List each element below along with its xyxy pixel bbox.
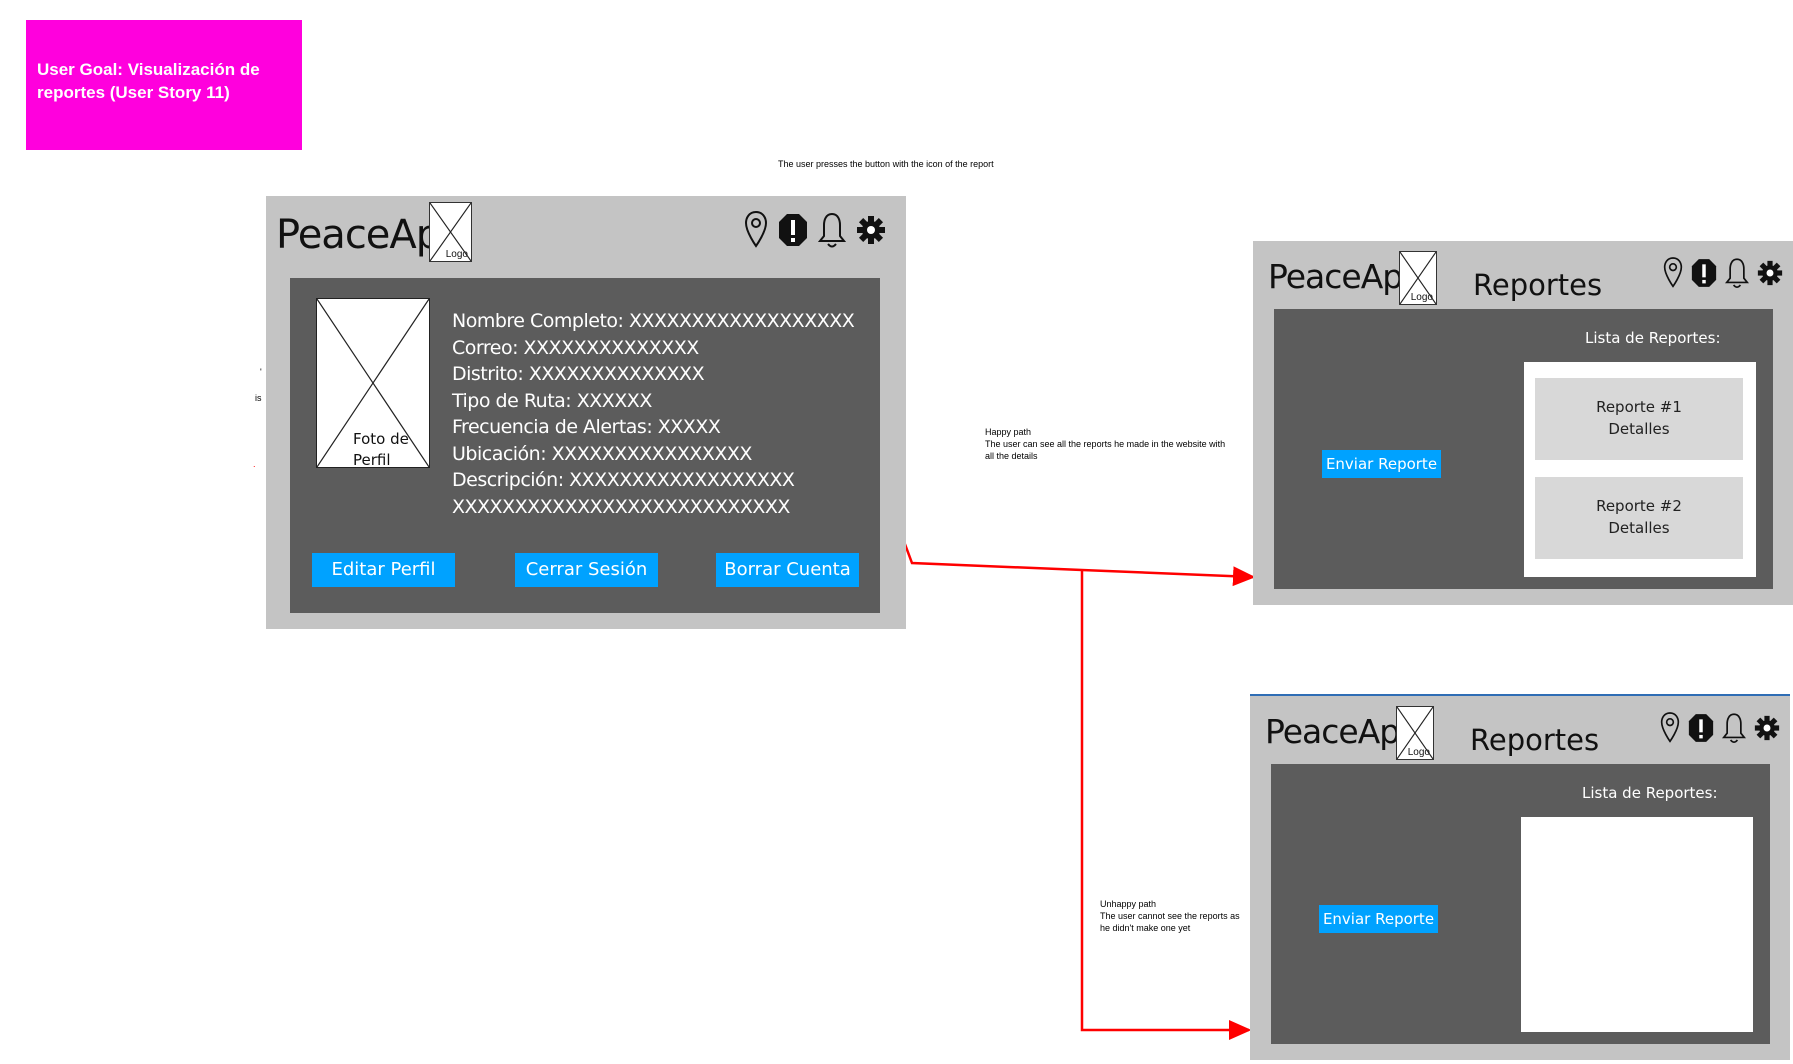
edit-profile-button[interactable]: Editar Perfil <box>312 553 455 587</box>
reports-screen-happy: PeaceApp Logo Reportes Enviar Reporte Li… <box>1253 241 1793 605</box>
svg-text:': ' <box>260 367 262 377</box>
app-name: PeaceApp <box>1265 712 1420 751</box>
profile-fields: Nombre Completo: XXXXXXXXXXXXXXXXXX Corr… <box>452 308 855 520</box>
profile-field-description: Descripción: XXXXXXXXXXXXXXXXXX <box>452 469 795 491</box>
send-report-button[interactable]: Enviar Reporte <box>1322 450 1441 478</box>
report-name: Reporte #1 <box>1596 398 1682 416</box>
profile-panel: Foto de Perfil Nombre Completo: XXXXXXXX… <box>290 278 880 613</box>
report-alert-icon[interactable] <box>778 210 808 250</box>
report-name: Reporte #2 <box>1596 497 1682 515</box>
reports-panel: Enviar Reporte Lista de Reportes: <box>1271 764 1770 1044</box>
profile-field-district: Distrito: XXXXXXXXXXXXXX <box>452 363 705 385</box>
user-goal-box: User Goal: Visualización de reportes (Us… <box>26 20 302 150</box>
happy-path-title: Happy path <box>985 427 1032 437</box>
report-alert-icon[interactable] <box>1688 710 1714 746</box>
logo-placeholder: Logo <box>1396 706 1434 760</box>
report-list-title: Lista de Reportes: <box>1585 329 1721 347</box>
location-pin-icon[interactable] <box>1660 710 1680 746</box>
reports-panel: Enviar Reporte Lista de Reportes: Report… <box>1274 309 1773 589</box>
reports-screen-unhappy: PeaceApp Logo Reportes Enviar Reporte Li… <box>1250 694 1790 1060</box>
profile-field-email: Correo: XXXXXXXXXXXXXX <box>452 336 699 359</box>
app-name: PeaceApp <box>1268 257 1423 296</box>
gear-icon[interactable] <box>1754 710 1780 746</box>
unhappy-path-desc: The user cannot see the reports as he di… <box>1100 911 1240 933</box>
profile-field-location: Ubicación: XXXXXXXXXXXXXXXX <box>452 442 752 465</box>
header-icons <box>1663 255 1783 291</box>
profile-field-alert-frequency: Frecuencia de Alertas: XXXXX <box>452 416 721 438</box>
report-card[interactable]: Reporte #2 Detalles <box>1535 477 1743 559</box>
logo-placeholder: Logo <box>1399 251 1437 305</box>
profile-photo-label: Foto de Perfil <box>353 430 409 469</box>
press-report-note: The user presses the button with the ico… <box>778 159 994 169</box>
report-details-link[interactable]: Detalles <box>1608 420 1670 438</box>
unhappy-path-arrow <box>1080 570 1252 1040</box>
profile-field-description-cont: XXXXXXXXXXXXXXXXXXXXXXXXXXX <box>452 495 790 518</box>
report-alert-icon[interactable] <box>1691 255 1717 291</box>
happy-path-note: Happy path The user can see all the repo… <box>985 426 1235 462</box>
svg-text:.: . <box>253 459 256 469</box>
profile-photo-placeholder: Foto de Perfil <box>316 298 430 469</box>
logo-label: Logo <box>1410 292 1433 303</box>
bell-icon[interactable] <box>1725 255 1749 291</box>
report-list-empty <box>1521 817 1753 1032</box>
happy-path-desc: The user can see all the reports he made… <box>985 439 1226 461</box>
gear-icon[interactable] <box>856 210 886 250</box>
unhappy-path-note: Unhappy path The user cannot see the rep… <box>1100 898 1245 934</box>
svg-text:is: is <box>255 393 262 403</box>
bell-icon[interactable] <box>1722 710 1746 746</box>
report-list: Reporte #1 Detalles Reporte #2 Detalles <box>1524 362 1756 577</box>
header-icons <box>744 210 886 250</box>
profile-field-name: Nombre Completo: XXXXXXXXXXXXXXXXXX <box>452 310 855 332</box>
logout-button[interactable]: Cerrar Sesión <box>515 553 658 587</box>
location-pin-icon[interactable] <box>1663 255 1683 291</box>
report-details-link[interactable]: Detalles <box>1608 519 1670 537</box>
location-pin-icon[interactable] <box>744 210 768 250</box>
page-title: Reportes <box>1470 723 1600 757</box>
logo-label: Logo <box>445 249 468 260</box>
logo-label: Logo <box>1407 747 1430 758</box>
profile-screen: PeaceApp Logo Foto de Perfil Nombre Comp… <box>266 196 906 629</box>
report-card[interactable]: Reporte #1 Detalles <box>1535 378 1743 460</box>
send-report-button[interactable]: Enviar Reporte <box>1319 905 1438 933</box>
header-icons <box>1660 710 1780 746</box>
logo-placeholder: Logo <box>429 202 472 262</box>
profile-field-route-type: Tipo de Ruta: XXXXXX <box>452 389 652 412</box>
unhappy-path-title: Unhappy path <box>1100 899 1157 909</box>
user-goal-text: User Goal: Visualización de reportes (Us… <box>37 60 260 102</box>
report-list-title: Lista de Reportes: <box>1582 784 1718 802</box>
bell-icon[interactable] <box>818 210 846 250</box>
page-title: Reportes <box>1473 268 1603 302</box>
gear-icon[interactable] <box>1757 255 1783 291</box>
delete-account-button[interactable]: Borrar Cuenta <box>716 553 859 587</box>
